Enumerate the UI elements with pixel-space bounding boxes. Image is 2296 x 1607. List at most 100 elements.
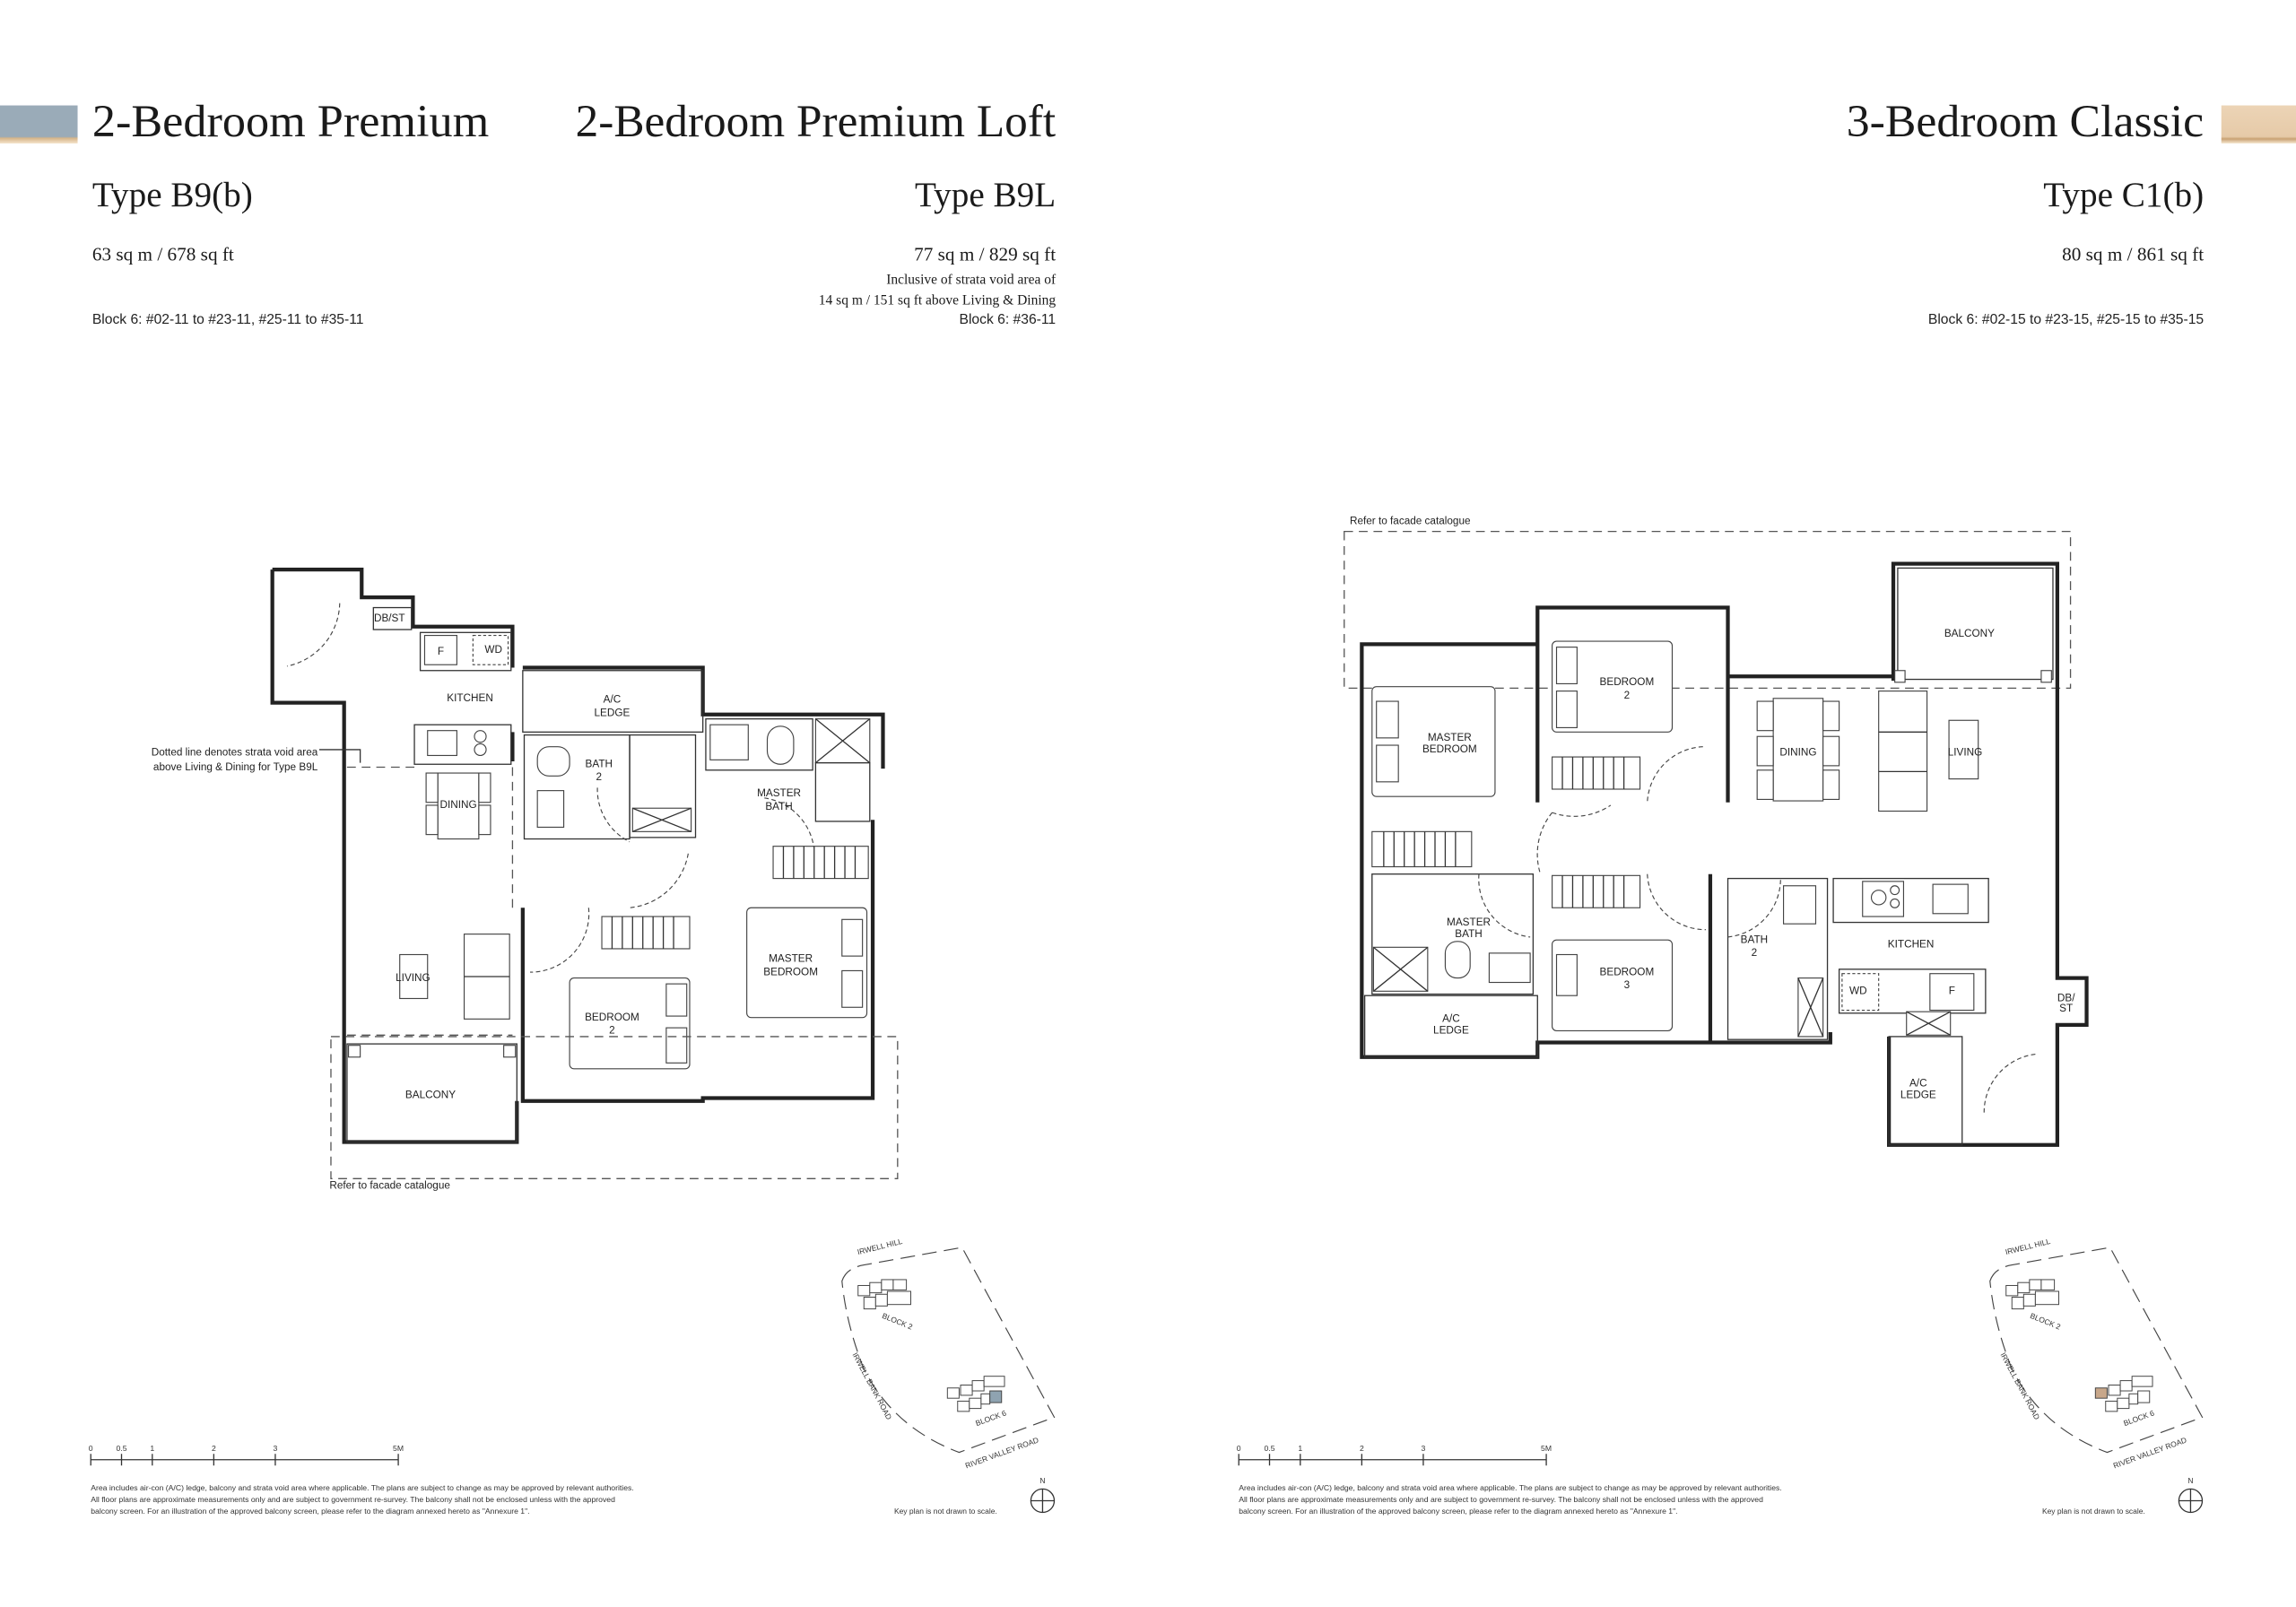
svg-text:Key plan is not drawn to scale: Key plan is not drawn to scale. <box>894 1507 997 1516</box>
unit-title: 3-Bedroom Classic <box>1847 96 2204 146</box>
svg-text:Refer to facade catalogue: Refer to facade catalogue <box>329 1180 450 1192</box>
svg-text:F: F <box>1949 986 1955 997</box>
svg-text:LEDGE: LEDGE <box>1433 1025 1469 1037</box>
svg-text:MASTER: MASTER <box>769 953 813 965</box>
key-plan-right: IRWELL HILL IRWELL BANK ROAD RIVER VALLE… <box>1989 1237 2204 1516</box>
svg-text:BLOCK 2: BLOCK 2 <box>2029 1311 2062 1332</box>
disclaimer-left: Area includes air-con (A/C) ledge, balco… <box>91 1483 634 1516</box>
svg-text:WD: WD <box>1849 986 1867 997</box>
svg-text:above Living & Dining for Type: above Living & Dining for Type B9L <box>153 761 318 773</box>
svg-text:BATH: BATH <box>1741 934 1768 945</box>
block-6-units <box>946 1376 1005 1412</box>
svg-text:ST: ST <box>2059 1003 2073 1014</box>
unit-type: Type C1(b) <box>2043 176 2204 214</box>
svg-text:BLOCK 6: BLOCK 6 <box>2122 1408 2155 1428</box>
svg-text:DINING: DINING <box>1779 746 1816 758</box>
svg-text:balcony screen. For an illustr: balcony screen. For an illustration of t… <box>91 1507 529 1516</box>
svg-text:BATH: BATH <box>765 801 792 812</box>
highlighted-unit <box>2094 1387 2108 1399</box>
floor-plan-b9: DB/ST F WD KITCHEN A/C LEDGE BATH 2 DINI… <box>152 567 899 1192</box>
disclaimer-right: Area includes air-con (A/C) ledge, balco… <box>1239 1483 1782 1516</box>
svg-text:2: 2 <box>596 771 602 783</box>
svg-text:MASTER: MASTER <box>1428 732 1472 743</box>
svg-text:N: N <box>2187 1476 2193 1485</box>
unit-type: Type B9L <box>915 176 1056 214</box>
unit-area: 63 sq m / 678 sq ft <box>92 244 234 265</box>
accent-bar-right <box>2221 105 2296 144</box>
svg-text:DINING: DINING <box>439 799 476 811</box>
svg-text:BATH: BATH <box>1455 928 1482 940</box>
svg-text:3: 3 <box>1624 979 1631 991</box>
unit-block: Block 6: #36-11 <box>960 312 1057 327</box>
svg-text:Dotted line denotes strata voi: Dotted line denotes strata void area <box>152 746 318 758</box>
unit-area: 77 sq m / 829 sq ft <box>914 244 1056 265</box>
svg-text:LIVING: LIVING <box>396 972 430 984</box>
svg-text:All floor plans are approximat: All floor plans are approximate measurem… <box>91 1495 615 1504</box>
accent-bar-left <box>0 105 78 144</box>
unit-title: 2-Bedroom Premium Loft <box>576 96 1057 146</box>
svg-text:MASTER: MASTER <box>757 787 801 799</box>
svg-text:LEDGE: LEDGE <box>595 707 631 718</box>
svg-text:F: F <box>438 646 444 657</box>
svg-text:LIVING: LIVING <box>1948 746 1983 758</box>
svg-text:0: 0 <box>1237 1444 1241 1453</box>
svg-text:2: 2 <box>212 1444 216 1453</box>
svg-text:N: N <box>1039 1476 1045 1485</box>
svg-text:BEDROOM: BEDROOM <box>1422 743 1477 755</box>
unit-type: Type B9(b) <box>92 176 253 214</box>
scale-bar-left: 0 0.5 1 2 3 5M <box>89 1444 404 1466</box>
highlighted-unit <box>989 1390 1003 1403</box>
unit-block: Block 6: #02-15 to #23-15, #25-15 to #35… <box>1928 312 2205 327</box>
svg-text:MASTER: MASTER <box>1447 916 1491 928</box>
svg-text:BLOCK 6: BLOCK 6 <box>974 1408 1007 1428</box>
svg-text:Refer to facade catalogue: Refer to facade catalogue <box>1350 515 1471 526</box>
scale-bar-right: 0 0.5 1 2 3 5M <box>1237 1444 1552 1466</box>
svg-text:0: 0 <box>89 1444 93 1453</box>
svg-text:BATH: BATH <box>586 759 613 770</box>
svg-text:3: 3 <box>274 1444 278 1453</box>
svg-text:IRWELL BANK ROAD: IRWELL BANK ROAD <box>1998 1351 2041 1420</box>
unit-title: 2-Bedroom Premium <box>92 96 489 146</box>
svg-text:balcony screen. For an illustr: balcony screen. For an illustration of t… <box>1239 1507 1677 1516</box>
svg-text:2: 2 <box>609 1025 615 1037</box>
svg-text:BEDROOM: BEDROOM <box>585 1012 639 1023</box>
svg-text:KITCHEN: KITCHEN <box>1888 938 1935 950</box>
svg-text:Area includes air-con (A/C) le: Area includes air-con (A/C) ledge, balco… <box>1239 1483 1782 1492</box>
svg-text:Key plan is not drawn to scale: Key plan is not drawn to scale. <box>2042 1507 2145 1516</box>
svg-text:IRWELL BANK ROAD: IRWELL BANK ROAD <box>850 1351 893 1420</box>
svg-text:A/C: A/C <box>604 694 622 706</box>
svg-text:BEDROOM: BEDROOM <box>763 966 818 977</box>
svg-text:IRWELL HILL: IRWELL HILL <box>2005 1237 2051 1256</box>
svg-text:0.5: 0.5 <box>117 1444 127 1453</box>
void-area-note: Inclusive of strata void area of <box>886 273 1057 288</box>
svg-text:BALCONY: BALCONY <box>405 1089 456 1100</box>
svg-text:BLOCK 2: BLOCK 2 <box>881 1311 914 1332</box>
svg-text:KITCHEN: KITCHEN <box>447 692 493 704</box>
key-plan-left: IRWELL HILL IRWELL BANK ROAD RIVER VALLE… <box>841 1237 1056 1516</box>
unit-block: Block 6: #02-11 to #23-11, #25-11 to #35… <box>92 312 364 327</box>
svg-text:Area includes air-con (A/C) le: Area includes air-con (A/C) ledge, balco… <box>91 1483 634 1492</box>
unit-area: 80 sq m / 861 sq ft <box>2062 244 2204 265</box>
block-2-units <box>857 1279 911 1310</box>
svg-text:5M: 5M <box>393 1444 404 1453</box>
svg-text:BEDROOM: BEDROOM <box>1600 676 1655 688</box>
svg-text:A/C: A/C <box>1442 1013 1460 1025</box>
floor-plan-c1: Refer to facade catalogue BALCONY BEDROO… <box>1344 515 2089 1147</box>
void-area-note: 14 sq m / 151 sq ft above Living & Dinin… <box>819 293 1057 308</box>
svg-text:RIVER VALLEY ROAD: RIVER VALLEY ROAD <box>964 1436 1040 1471</box>
svg-text:All floor plans are approximat: All floor plans are approximate measurem… <box>1239 1495 1763 1504</box>
svg-text:1: 1 <box>150 1444 154 1453</box>
svg-text:2: 2 <box>1752 947 1758 959</box>
svg-text:WD: WD <box>484 644 502 656</box>
svg-text:2: 2 <box>1360 1444 1364 1453</box>
svg-text:0.5: 0.5 <box>1265 1444 1275 1453</box>
svg-text:5M: 5M <box>1541 1444 1552 1453</box>
svg-text:DB/ST: DB/ST <box>374 612 405 624</box>
svg-text:BEDROOM: BEDROOM <box>1600 966 1655 977</box>
svg-text:A/C: A/C <box>1909 1077 1927 1089</box>
svg-text:1: 1 <box>1298 1444 1302 1453</box>
svg-text:3: 3 <box>1422 1444 1426 1453</box>
svg-text:LEDGE: LEDGE <box>1900 1089 1936 1100</box>
svg-text:IRWELL HILL: IRWELL HILL <box>857 1237 903 1256</box>
